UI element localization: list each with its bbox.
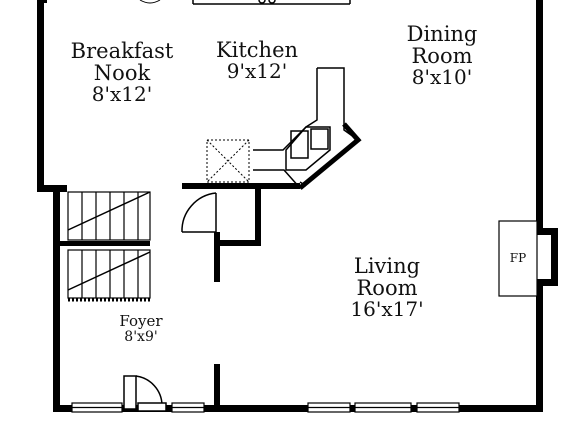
wall-bottom <box>53 405 543 412</box>
fireplace-bump-top <box>536 228 558 235</box>
fireplace-label: FP <box>509 251 527 265</box>
fireplace-bump-bottom <box>536 279 558 286</box>
wall-closet-stub <box>214 232 220 282</box>
top-counter <box>192 0 351 5</box>
top-door-arc <box>139 0 161 4</box>
counter-edge <box>298 122 362 190</box>
wall-kitchen-bottom-left <box>182 183 300 189</box>
room-label-kitchen: Kitchen 9'x12' <box>215 38 299 84</box>
wall-left-lower <box>53 185 60 412</box>
exterior-walls <box>37 0 558 412</box>
fireplace <box>498 220 538 297</box>
wall-right-upper <box>536 0 543 232</box>
room-label-living-room: Living Room 16'x17' <box>350 254 424 322</box>
kitchen-counter <box>253 67 360 190</box>
staircase-upper <box>67 191 151 241</box>
windows-bottom <box>71 402 460 413</box>
interior-walls <box>60 183 300 409</box>
room-label-breakfast-nook: Breakfast Nook 8'x12' <box>70 39 174 107</box>
fixture-box <box>206 139 250 183</box>
staircase-lower <box>67 249 151 299</box>
wall-closet-bottom <box>217 240 261 246</box>
fireplace-bump-side <box>551 228 558 285</box>
wall-living-stub <box>214 364 220 409</box>
room-label-dining-room: Dining Room 8'x10' <box>406 22 478 90</box>
room-label-foyer: Foyer 8'x9' <box>119 312 163 345</box>
wall-top-left <box>37 0 47 3</box>
wall-right-lower <box>536 282 543 412</box>
wall-left-upper <box>37 0 44 192</box>
closet-door <box>181 192 217 233</box>
wall-stair-divider <box>60 241 150 246</box>
wall-nook-bottom <box>37 185 67 192</box>
wall-closet-right <box>255 183 261 246</box>
front-door <box>123 375 167 412</box>
